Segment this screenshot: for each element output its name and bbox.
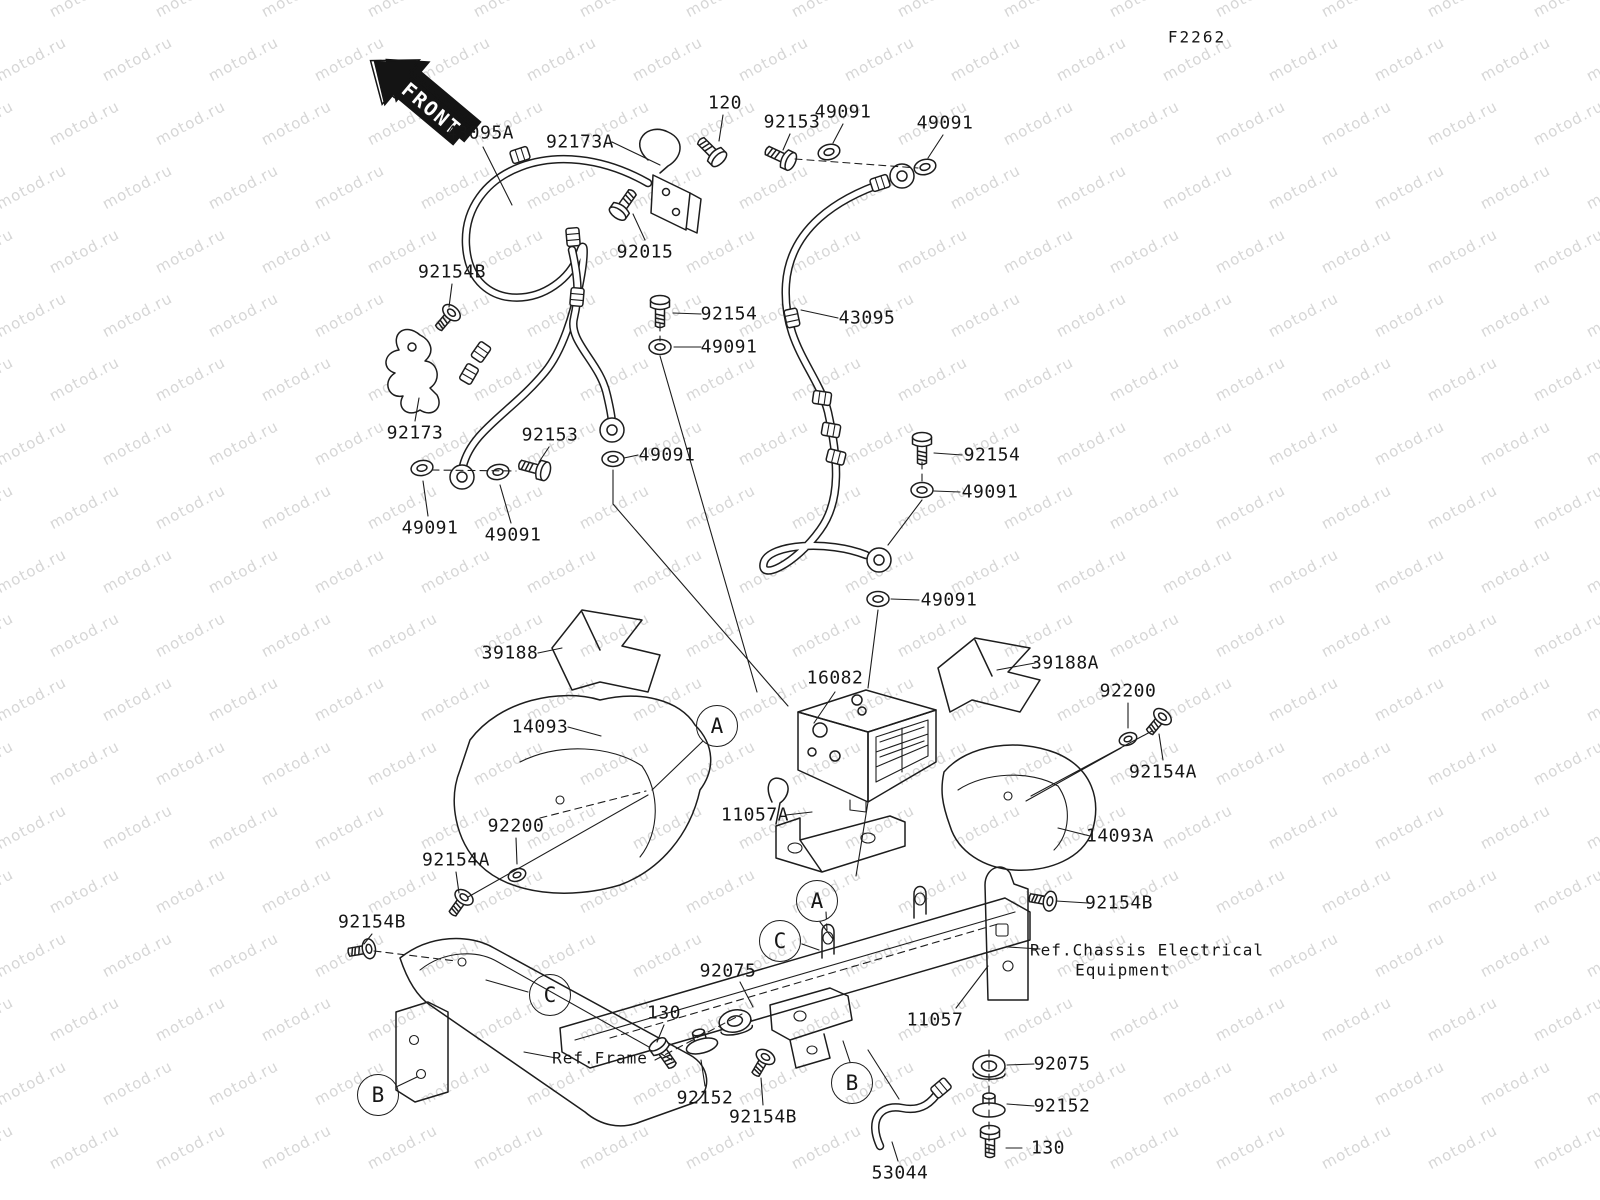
part-number-label: 14093 [511, 716, 569, 738]
cover-left [453, 694, 712, 894]
part-number-label: 11057A [720, 804, 790, 826]
cover-right [941, 744, 1097, 871]
ref-frame-part [395, 937, 708, 1127]
part-number-label: 92152 [676, 1087, 734, 1109]
hose-clamp-lower [385, 328, 440, 414]
part-number-label: 39188A [1030, 652, 1100, 674]
part-number-label: 92154 [700, 303, 758, 325]
part-number-label: 14093A [1085, 825, 1155, 847]
callout-circle-A: A [796, 880, 838, 922]
part-number-label: 92153 [521, 424, 579, 446]
part-number-label: 39188 [481, 642, 539, 664]
part-number-label: 92173 [386, 422, 444, 444]
part-number-label: 49091 [920, 589, 978, 611]
reference-label: Ref.Chassis Electrical [1030, 940, 1264, 960]
part-number-label: 53044 [871, 1162, 929, 1184]
heat-pad-right [937, 637, 1041, 713]
part-number-label: 49091 [916, 112, 974, 134]
part-number-label: 92154B [337, 911, 407, 933]
part-number-label: 120 [707, 92, 743, 114]
brake-hose-front [449, 145, 653, 490]
part-number-label: 16082 [806, 667, 864, 689]
part-number-label: 92200 [487, 815, 545, 837]
callout-circle-B: B [831, 1062, 873, 1104]
leader-lines [363, 114, 1164, 1162]
part-number-label: 43095A [445, 122, 515, 144]
part-number-label: 49091 [638, 444, 696, 466]
callout-circle-C: C [759, 920, 801, 962]
part-number-label: 92154A [421, 849, 491, 871]
part-number-label: 49091 [484, 524, 542, 546]
callout-circle-A: A [696, 705, 738, 747]
part-number-label: 92075 [1033, 1053, 1091, 1075]
callout-circle-B: B [357, 1074, 399, 1116]
part-number-label: 92154B [1084, 892, 1154, 914]
callout-circle-C: C [529, 974, 571, 1016]
part-number-label: 92154A [1128, 761, 1198, 783]
part-number-label: 92200 [1099, 680, 1157, 702]
reservoir-hose [871, 1076, 953, 1151]
part-number-label: 92154 [963, 444, 1021, 466]
part-number-label: 49091 [961, 481, 1019, 503]
part-number-label: 92015 [616, 241, 674, 263]
part-number-label: 49091 [814, 101, 872, 123]
reference-label: Ref.Frame [552, 1048, 648, 1068]
part-number-label: 92173A [545, 131, 615, 153]
part-number-label: 92075 [699, 960, 757, 982]
part-number-label: 130 [646, 1002, 682, 1024]
heat-pad-left [551, 609, 661, 693]
part-number-label: 92154B [728, 1106, 798, 1128]
hose-clamp-upper [639, 128, 702, 234]
brake-hose-rear [759, 163, 915, 575]
bracket-chassis-electrical [984, 866, 1029, 1001]
part-number-label: 49091 [700, 336, 758, 358]
part-number-label: 92154B [417, 261, 487, 283]
part-number-label: 92152 [1033, 1095, 1091, 1117]
part-number-label: 49091 [401, 517, 459, 539]
doc-code: F2262 [1167, 27, 1227, 47]
part-number-label: 11057 [906, 1009, 964, 1031]
part-number-label: 92153 [763, 111, 821, 133]
part-number-label: 43095 [838, 307, 896, 329]
part-number-label: 130 [1030, 1137, 1066, 1159]
bracket-upper [767, 777, 906, 873]
reference-label: Equipment [1075, 960, 1171, 980]
